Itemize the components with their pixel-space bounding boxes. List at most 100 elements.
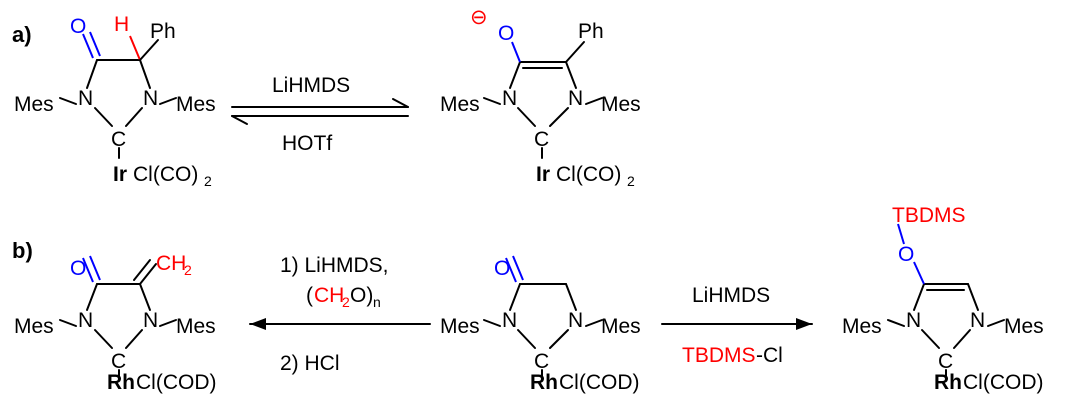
c-o-bond <box>913 261 925 285</box>
carbene-carbon: C <box>111 128 126 151</box>
bond <box>483 97 501 105</box>
reagent-silyl: TBDMS <box>682 344 756 367</box>
formaldehyde-o: O) <box>350 284 373 307</box>
bond <box>585 319 603 327</box>
carbonyl-bond <box>82 257 94 283</box>
c-h-bond <box>129 35 141 61</box>
mes-group: Mes <box>14 315 54 338</box>
reverse-arrow-head <box>231 115 248 125</box>
rhodium-atom: Rh <box>934 371 962 394</box>
rhodium-ligands: Cl(COD) <box>136 371 216 394</box>
bond <box>549 107 569 127</box>
carbene-carbon: C <box>534 350 549 373</box>
bond <box>549 329 569 349</box>
mes-group: Mes <box>440 93 480 116</box>
bond <box>86 283 98 311</box>
methylene-bond <box>139 263 157 285</box>
mes-group: Mes <box>601 93 641 116</box>
methylene-ch: CH <box>156 252 186 275</box>
nitrogen-atom: N <box>970 309 985 332</box>
rhodium-atom: Rh <box>530 371 558 394</box>
nitrogen-atom: N <box>568 87 583 110</box>
bond <box>159 319 177 327</box>
bond <box>913 283 925 311</box>
c-o-bond <box>511 41 521 63</box>
carbene-carbon: C <box>111 350 126 373</box>
iridium-ligands: Cl(CO) <box>133 163 198 186</box>
oxygen-atom: O <box>70 15 86 38</box>
oxygen-atom: O <box>494 257 510 280</box>
left-reaction-arrow: 1) LiHMDS, ( CH 2 O) n 2) HCl <box>249 254 431 375</box>
carbonyl-bond <box>82 33 94 59</box>
iridium-atom: Ir <box>113 163 127 186</box>
carbene-carbon: C <box>534 128 549 151</box>
subscript: 2 <box>627 173 635 189</box>
bond <box>94 329 113 349</box>
panel-b-right-product: TBDMS O Mes N N Mes C Rh Cl(COD) <box>842 204 1044 394</box>
bond <box>139 59 151 89</box>
silyl-group: TBDMS <box>892 204 966 227</box>
subscript: 2 <box>184 262 192 278</box>
nitrogen-atom: N <box>143 87 158 110</box>
carbonyl-bond <box>505 257 517 283</box>
nitrogen-atom: N <box>568 309 583 332</box>
subscript-n: n <box>373 294 381 310</box>
mes-group: Mes <box>14 93 54 116</box>
bond <box>139 283 151 311</box>
mes-group: Mes <box>176 93 216 116</box>
mes-group: Mes <box>440 315 480 338</box>
panel-a: a) O H Ph Mes N N Mes C Ir Cl(CO) 2 <box>12 6 641 189</box>
iridium-ligands: Cl(CO) <box>556 163 621 186</box>
reagent-chloride: -Cl <box>756 344 783 367</box>
bond <box>86 59 98 89</box>
bond <box>483 319 501 327</box>
bond <box>565 61 577 89</box>
panel-a-product: ⊖ O Ph Mes N N Mes C Ir Cl(CO) 2 <box>440 6 641 189</box>
nitrogen-atom: N <box>78 87 93 110</box>
mes-group: Mes <box>842 315 882 338</box>
nitrogen-atom: N <box>502 87 517 110</box>
equilibrium-arrow: LiHMDS HOTf <box>231 74 409 155</box>
right-reaction-arrow: LiHMDS TBDMS -Cl <box>661 284 813 367</box>
bond <box>565 41 585 63</box>
panel-b-center-compound: O Mes N N Mes C Rh Cl(COD) <box>440 255 641 394</box>
subscript: 2 <box>204 173 212 189</box>
bond <box>139 39 159 61</box>
hydrogen-atom: H <box>114 13 129 36</box>
formaldehyde-ch: CH <box>314 284 344 307</box>
step1-reagent: 1) LiHMDS, <box>280 254 389 277</box>
reagent-reverse: HOTf <box>282 132 332 155</box>
nitrogen-atom: N <box>502 309 517 332</box>
mes-group: Mes <box>176 315 216 338</box>
bond <box>565 283 577 311</box>
panel-b-label: b) <box>12 238 33 263</box>
carbene-carbon: C <box>938 350 953 373</box>
carbonyl-bond <box>89 31 101 57</box>
carbonyl-bond <box>89 255 101 281</box>
phenyl-group: Ph <box>150 20 176 43</box>
arrow-head <box>796 318 812 330</box>
rhodium-ligands: Cl(COD) <box>963 371 1043 394</box>
bond <box>59 97 77 105</box>
nitrogen-atom: N <box>143 309 158 332</box>
nitrogen-atom: N <box>906 309 921 332</box>
methylene-bond <box>133 259 151 281</box>
bond <box>59 319 77 327</box>
phenyl-group: Ph <box>578 20 604 43</box>
oxygen-atom: O <box>498 22 514 45</box>
reagent-forward: LiHMDS <box>272 74 350 97</box>
bond <box>967 283 979 311</box>
carbonyl-bond <box>512 255 524 281</box>
bond <box>987 319 1005 327</box>
oxygen-atom: O <box>898 243 914 266</box>
nitrogen-atom: N <box>78 309 93 332</box>
bond <box>517 329 536 349</box>
panel-a-label: a) <box>12 22 32 47</box>
step1-paren-open: ( <box>306 284 313 307</box>
bond <box>94 107 113 127</box>
rhodium-ligands: Cl(COD) <box>559 371 639 394</box>
reagent-base: LiHMDS <box>692 284 770 307</box>
bond <box>953 329 971 349</box>
panel-b-left-product: O CH 2 Mes N N Mes C Rh Cl(COD) <box>14 252 216 394</box>
